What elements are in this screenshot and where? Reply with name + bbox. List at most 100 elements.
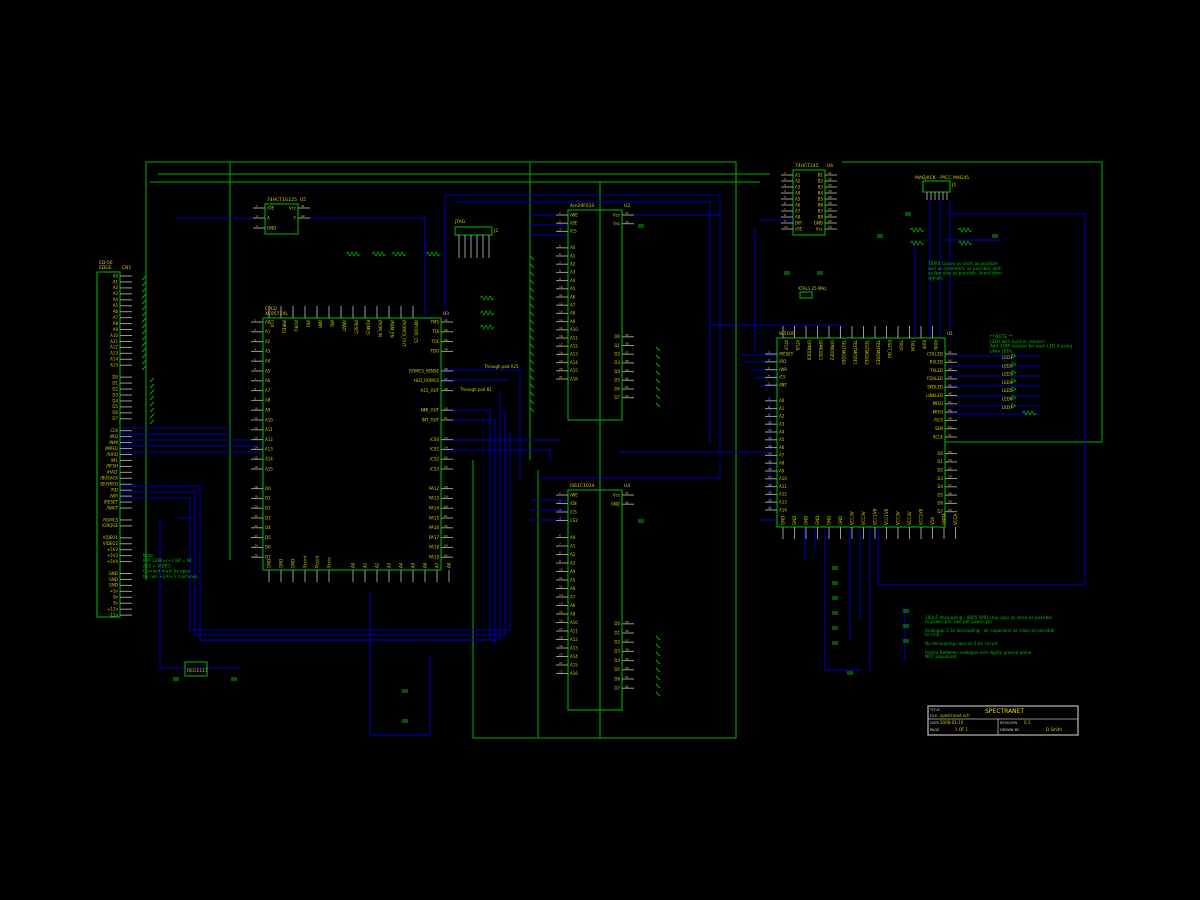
- bus-entry: [141, 323, 147, 329]
- w5100-pin-label: V18: [930, 517, 935, 525]
- w5100-pin-label: SPDLED: [927, 385, 943, 390]
- cpld-pin-number: 47: [444, 377, 448, 381]
- cpld-pin-label: A4: [265, 359, 271, 364]
- buf245-pin-label: B2: [818, 178, 824, 183]
- cpld-pin-label: /RD: [305, 320, 310, 327]
- sram-pin-number: 20: [559, 653, 563, 657]
- edge-pin-label: GND: [109, 583, 118, 588]
- w5100-pin-number: 11: [768, 428, 772, 432]
- flash-pin-label: /CS: [570, 229, 577, 234]
- w5100-pin-number: 12: [768, 436, 772, 440]
- sram-pin-label: D2: [614, 640, 620, 645]
- note-edge_note: Connect must be open: [143, 569, 191, 574]
- buf245-pin-number: 46: [828, 201, 832, 205]
- w5100-pin-number: 20: [768, 498, 772, 502]
- cpld-pin-label: D4: [265, 525, 271, 530]
- led-label: LED5: [1002, 388, 1013, 393]
- edge-pin-label: A14: [110, 357, 118, 362]
- flash-pin-label: A14: [570, 360, 578, 365]
- w5100-pin-label: COLLED: [927, 351, 943, 356]
- flash-pin-label: A11: [570, 335, 578, 340]
- cpld-pin-label: ROMCS: [365, 320, 370, 335]
- w5100-pin-label: A13: [779, 500, 787, 505]
- led-diode-icon: [1011, 403, 1017, 409]
- buffer-body: [264, 203, 299, 235]
- edge-pin-label: +5V4: [107, 559, 119, 564]
- bus-entry: [655, 635, 661, 641]
- w5100-body: [776, 337, 946, 528]
- bus-entry: [529, 319, 535, 325]
- w5100-pin-label: RXLED: [930, 360, 943, 365]
- net-wire: [120, 430, 511, 631]
- flash-pin-label: D2: [614, 352, 620, 357]
- buffer-pin-number: 1: [256, 204, 258, 208]
- bus-entry: [141, 329, 147, 335]
- edge-pin-label: D0: [112, 374, 118, 379]
- led: LED1: [1002, 353, 1017, 360]
- cpld-pin-label: PA19: [429, 555, 439, 560]
- flash-pin-label: D7: [614, 395, 620, 400]
- flash-pin-label: D5: [614, 378, 620, 383]
- flash-pin-number: 8: [559, 269, 561, 273]
- flash-pin-number: 56: [625, 342, 629, 346]
- buf245-pin-number: 43: [828, 183, 832, 187]
- cpld-pin-number: 9: [254, 397, 256, 401]
- bus-entry: [141, 365, 147, 371]
- edge-pin-label: A4: [113, 297, 119, 302]
- cpld-pin-label: /ROM_IN: [377, 320, 382, 337]
- bus-entry: [141, 299, 147, 305]
- jtag-name: JTAG: [454, 219, 466, 225]
- bus-entry: [655, 675, 661, 681]
- edge-pin-label: A5: [113, 303, 119, 308]
- sram-pin-label: A11: [570, 628, 578, 633]
- cpld-pin-label: D5: [265, 535, 271, 540]
- sram-pin-label: D3: [614, 649, 620, 654]
- edge-pin-label: GND: [109, 571, 118, 576]
- sram-pin-number: 60: [625, 666, 629, 670]
- bus-entry: [149, 401, 155, 407]
- w5100-pin-label: VCC3V: [861, 511, 866, 525]
- cpld-pin-label: HLD_ROMCS: [414, 378, 439, 383]
- title-block: TITLE SPECTRANET FILE spectranet.sch DAT…: [927, 705, 1079, 736]
- buf245-pin-number: 49: [828, 219, 832, 223]
- cpld-pin-number: 50: [444, 406, 448, 410]
- cpld-pin-label: A2: [374, 562, 379, 568]
- flash-pin-number: 59: [625, 368, 629, 372]
- flash-pin-number: 55: [625, 333, 629, 337]
- w5100-pin-number: 9: [768, 413, 770, 417]
- edge-pin-label: A15: [110, 363, 118, 368]
- bus-entry: [529, 327, 535, 333]
- sram-pin-label: D1: [614, 630, 620, 635]
- flash-pin-label: D3: [614, 360, 620, 365]
- cpld-pin-number: 54: [444, 446, 448, 450]
- flash-pin-number: 19: [559, 359, 563, 363]
- cpld-pin-number: 22: [254, 524, 258, 528]
- bus-entry: [141, 275, 147, 281]
- w5100-pin-number: 55: [948, 466, 952, 470]
- cpld-pin-number: 58: [444, 485, 448, 489]
- w5100-pin-label: GND: [826, 516, 831, 525]
- w5100-pin-label: OPMODE0: [806, 340, 811, 361]
- w5100-pin-label: VCC1V8: [884, 508, 889, 525]
- note-decoupling: Ferrite between analogue and digital gro…: [925, 650, 1032, 655]
- buffer-pin-label: A: [267, 215, 270, 220]
- w5100-pin-number: 5: [768, 381, 770, 385]
- w5100-pin-label: VCCA: [953, 514, 958, 525]
- buf245-ref: U6: [827, 163, 833, 169]
- buf245-pin-label: A3: [795, 184, 801, 189]
- buf245-pin-number: 7: [784, 207, 786, 211]
- w5100-pin-label: A1: [779, 406, 785, 411]
- w5100-pin-label: A3: [779, 422, 785, 427]
- cpld-pin-number: 18: [254, 485, 258, 489]
- note-diff_note: TX/RX traces as short as possible: [927, 261, 998, 266]
- w5100-pin-number: 3: [768, 366, 770, 370]
- edge-pin-label: D2: [112, 386, 118, 391]
- buf245-pin-label: B4: [818, 190, 824, 195]
- cpld-pin-label: A6: [265, 378, 271, 383]
- cpld-pin-label: INT_OUT: [422, 417, 440, 422]
- note-decoupling: Analogue 3.3v decoupling - all capacitor…: [925, 628, 1055, 633]
- w5100-pin-label: A0: [779, 398, 785, 403]
- w5100-pin-label: A7: [779, 453, 785, 458]
